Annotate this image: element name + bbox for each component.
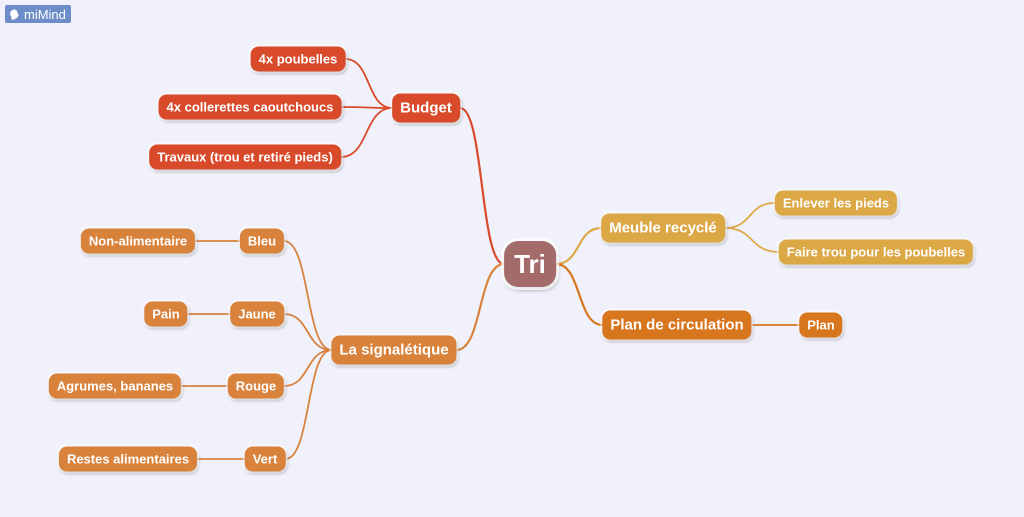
mindmap-node-m1[interactable]: Enlever les pieds bbox=[774, 190, 898, 216]
mindmap-node-meuble[interactable]: Meuble recyclé bbox=[601, 213, 725, 243]
mindmap-node-budget[interactable]: Budget bbox=[392, 93, 460, 123]
brand-badge: miMind bbox=[5, 5, 71, 23]
link-budget-b2 bbox=[340, 106, 393, 109]
mindmap-node-s_vert[interactable]: Vert bbox=[244, 446, 286, 472]
mindmap-node-s_bleu1[interactable]: Non-alimentaire bbox=[80, 228, 196, 254]
mindmap-node-s_rouge1[interactable]: Agrumes, bananes bbox=[48, 373, 182, 399]
link-root-signal bbox=[455, 262, 506, 352]
mindmap-node-s_jaune1[interactable]: Pain bbox=[144, 301, 188, 327]
mindmap-node-s_rouge[interactable]: Rouge bbox=[227, 373, 285, 399]
mindmap-node-s_bleu[interactable]: Bleu bbox=[239, 228, 285, 254]
mindmap-node-signal[interactable]: La signalétique bbox=[331, 335, 457, 365]
mindmap-node-s_jaune[interactable]: Jaune bbox=[230, 301, 284, 327]
link-signal-s_bleu bbox=[283, 240, 333, 351]
link-root-meuble bbox=[554, 226, 603, 266]
link-meuble-m2 bbox=[724, 227, 780, 253]
link-signal-s_rouge bbox=[283, 349, 333, 387]
mindmap-root-node[interactable]: Tri bbox=[504, 241, 556, 287]
mindmap-node-b3[interactable]: Travaux (trou et retiré pieds) bbox=[149, 144, 341, 170]
link-root-budget bbox=[458, 106, 506, 266]
link-budget-b3 bbox=[340, 107, 393, 158]
mindmap-node-p1[interactable]: Plan bbox=[799, 312, 843, 338]
mimind-head-icon bbox=[10, 9, 19, 19]
link-root-plancirc bbox=[554, 262, 604, 327]
mindmap-node-plancirc[interactable]: Plan de circulation bbox=[602, 310, 752, 340]
mindmap-node-b1[interactable]: 4x poubelles bbox=[250, 46, 346, 72]
mindmap-node-s_vert1[interactable]: Restes alimentaires bbox=[58, 446, 198, 472]
link-budget-b1 bbox=[344, 58, 393, 109]
brand-name: miMind bbox=[24, 6, 66, 22]
mindmap-node-m2[interactable]: Faire trou pour les poubelles bbox=[778, 239, 974, 265]
link-meuble-m1 bbox=[724, 202, 776, 229]
mindmap-node-b2[interactable]: 4x collerettes caoutchoucs bbox=[158, 94, 342, 120]
link-signal-s_jaune bbox=[283, 313, 333, 351]
link-signal-s_vert bbox=[284, 349, 333, 460]
